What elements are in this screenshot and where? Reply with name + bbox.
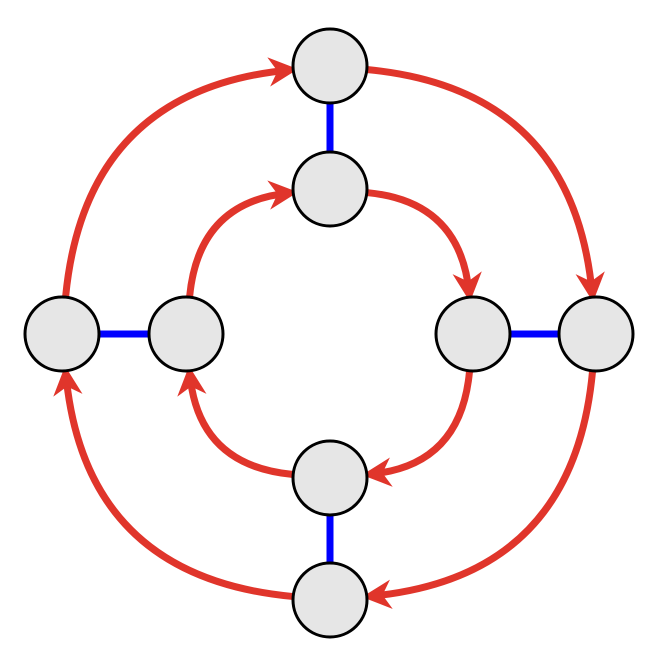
directed-edge-outer-top-outer-right bbox=[367, 66, 605, 302]
directed-edge-inner-right-inner-bottom bbox=[362, 371, 473, 487]
directed-edge-inner-left-inner-top bbox=[186, 180, 298, 297]
directed-edge-inner-top-inner-right bbox=[367, 189, 482, 302]
node-inner-left bbox=[147, 295, 225, 373]
nodes bbox=[23, 27, 635, 639]
node-inner-top bbox=[291, 150, 369, 228]
node-outer-left bbox=[23, 295, 101, 373]
node-inner-bottom bbox=[291, 439, 369, 517]
directed-edges bbox=[53, 57, 605, 609]
node-inner-right bbox=[434, 295, 512, 373]
directed-edge-outer-right-outer-bottom bbox=[362, 371, 596, 609]
directed-edge-inner-bottom-inner-left bbox=[177, 366, 293, 478]
node-outer-bottom bbox=[291, 561, 369, 639]
node-outer-top bbox=[291, 27, 369, 105]
undirected-edges bbox=[62, 66, 596, 600]
directed-edge-outer-left-outer-top bbox=[62, 57, 298, 297]
node-outer-right bbox=[557, 295, 635, 373]
directed-edge-outer-bottom-outer-left bbox=[53, 366, 293, 600]
